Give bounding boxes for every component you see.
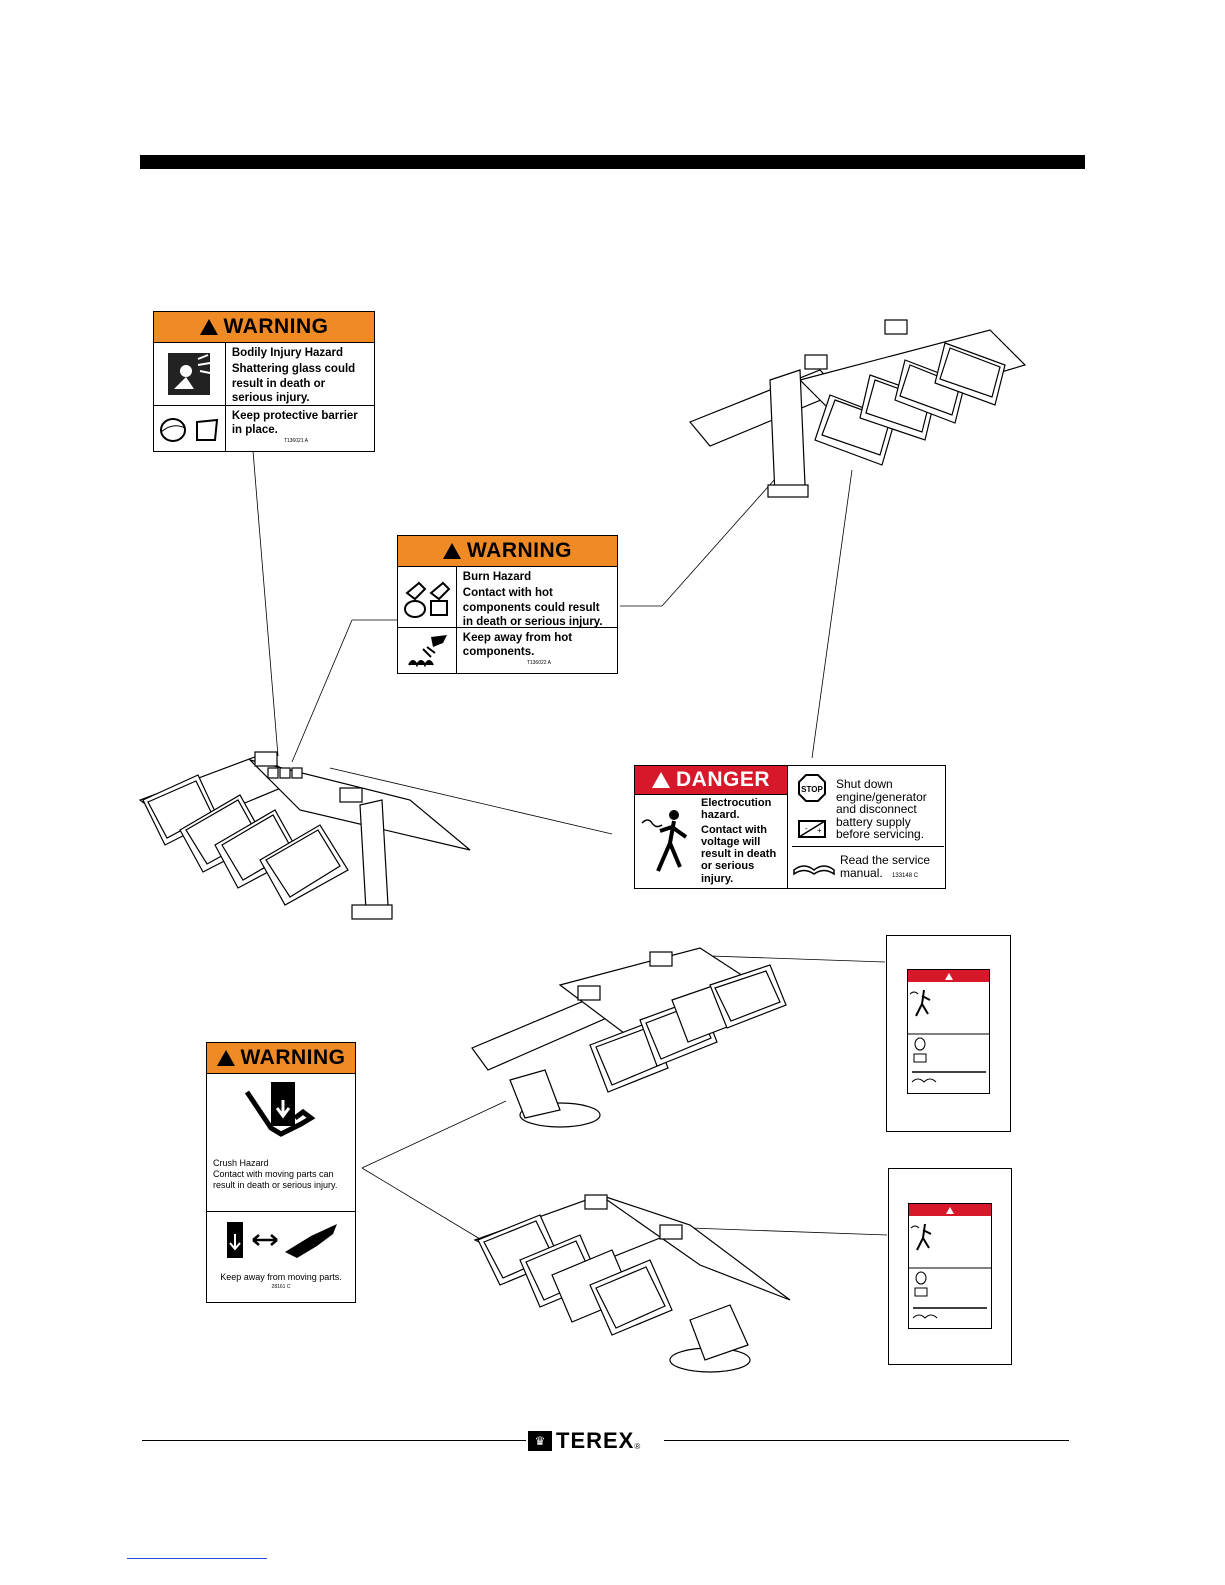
electrocution-icon	[635, 795, 701, 888]
danger-mini-header	[909, 1204, 991, 1216]
footer-rule-left	[142, 1440, 526, 1441]
warning-triangle-icon	[216, 1050, 235, 1066]
hyperlink-underline[interactable]	[127, 1558, 267, 1559]
light-tower-drawing-4	[473, 1194, 791, 1373]
electrocution-text: Electrocution hazard. Contact with volta…	[701, 797, 777, 885]
terex-crown-icon: ♛	[528, 1431, 552, 1451]
stop-icon: STOP	[798, 774, 826, 802]
danger-triangle-icon	[651, 772, 670, 788]
footer-rule-right	[664, 1440, 1069, 1441]
leader-line-glass	[252, 450, 279, 757]
leader-line-crush-a	[361, 1100, 507, 1169]
leader-line-crush-b	[361, 1167, 486, 1243]
light-tower-drawing-3	[471, 947, 787, 1128]
warning-header: WARNING	[207, 1043, 355, 1073]
battery-icon: -+	[798, 820, 826, 838]
svg-text:+: +	[817, 826, 822, 835]
danger-decal-thumbnail-1	[886, 935, 1011, 1132]
crush-warning-decal: WARNING Crush Hazard Contact with moving…	[206, 1042, 356, 1303]
protective-barrier-icon	[154, 406, 226, 451]
leader-line-danger-a	[329, 767, 613, 835]
warning-triangle-icon	[443, 543, 461, 559]
warning-triangle-icon	[199, 319, 218, 335]
danger-mini-icons	[909, 1223, 991, 1319]
terex-logo: ♛ TEREX ®	[528, 1428, 640, 1454]
danger-decal-thumbnail-2	[888, 1168, 1012, 1365]
hot-surface-hand-icon	[398, 567, 457, 627]
glass-hazard-text: Bodily Injury Hazard Shattering glass co…	[231, 347, 356, 405]
manual-book-icon	[793, 865, 835, 876]
crush-hand-icon	[213, 1078, 349, 1158]
keep-away-hot-icon	[398, 628, 457, 673]
electrocution-danger-decal: DANGER Electrocution hazard. Contact wit…	[634, 765, 946, 889]
registered-mark: ®	[634, 1441, 641, 1451]
header-rule	[140, 155, 1085, 169]
keep-away-moving-parts-icon	[213, 1216, 349, 1264]
warning-header: WARNING	[154, 312, 374, 342]
svg-text:STOP: STOP	[801, 785, 823, 794]
light-tower-drawing-2	[138, 751, 471, 920]
decal-code: 133148 C	[892, 873, 919, 879]
decal-code: T136021 A	[283, 437, 308, 444]
shutdown-text: Shut down engine/generator and disconnec…	[836, 777, 927, 842]
decal-code: T136022 A	[526, 659, 551, 666]
terex-wordmark: TEREX	[556, 1428, 635, 1453]
danger-mini-header	[908, 970, 989, 982]
leader-line-danger-b	[811, 469, 853, 759]
glass-action-text: Keep protective barrier in place. T13602…	[226, 406, 374, 451]
decal-code: 28161 C	[271, 1284, 291, 1290]
burn-warning-decal: WARNING Burn Hazard Contact with hot com…	[397, 535, 618, 674]
danger-header: DANGER	[635, 766, 787, 794]
glass-warning-decal: WARNING Bodily Injury Hazard Shattering …	[153, 311, 375, 452]
warning-header: WARNING	[398, 536, 617, 566]
shattering-glass-icon	[154, 343, 226, 405]
leader-line-burn-b	[291, 619, 353, 763]
burn-action-text: Keep away from hot components. T136022 A	[457, 628, 617, 673]
burn-hazard-text: Burn Hazard Contact with hot components …	[462, 571, 603, 629]
leader-line-frame-top	[681, 954, 886, 963]
manual-text: Read the service manual. 133148 C	[840, 853, 931, 880]
leader-line-frame-bottom	[689, 1227, 888, 1236]
danger-mini-icons	[908, 989, 989, 1083]
svg-text:-: -	[805, 824, 808, 833]
light-tower-drawing-1	[689, 319, 1027, 498]
leader-line-burn-d	[661, 478, 776, 607]
crush-action-text: Keep away from moving parts.	[220, 1272, 342, 1282]
crush-hazard-text: Crush Hazard Contact with moving parts c…	[213, 1158, 338, 1190]
